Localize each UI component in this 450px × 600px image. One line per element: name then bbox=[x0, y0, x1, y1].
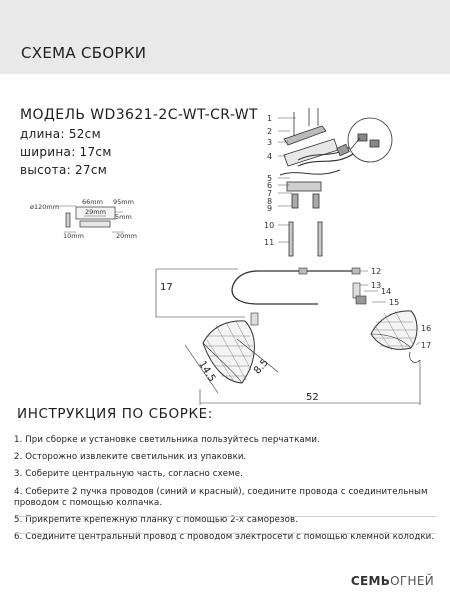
spec-value: 52см bbox=[68, 127, 101, 141]
part-number: 15 bbox=[389, 298, 399, 307]
instruction-step: 2. Осторожно извлеките светильник из упа… bbox=[14, 452, 247, 463]
part-number: 3 bbox=[267, 138, 272, 147]
part-number: 12 bbox=[371, 267, 381, 276]
part-number: 14 bbox=[381, 287, 391, 296]
dim-d66: 66mm bbox=[82, 198, 103, 206]
fixture-drawing bbox=[155, 267, 421, 405]
header-band: СХЕМА СБОРКИ bbox=[0, 0, 450, 74]
divider bbox=[16, 533, 436, 534]
part-number: 6 bbox=[267, 181, 272, 190]
page-title: СХЕМА СБОРКИ bbox=[21, 44, 147, 62]
mount-parts bbox=[279, 108, 393, 257]
cup-detail-drawing bbox=[56, 205, 124, 233]
instruction-step: 6. Соедините центральный провод с провод… bbox=[14, 531, 435, 542]
part-numbers: 1 2 3 4 5 6 7 8 9 10 11 12 13 14 15 16 1… bbox=[264, 114, 431, 350]
instruction-step: 1. При сборке и установке светильника по… bbox=[14, 435, 320, 445]
instruction-list: 1. При сборке и установке светильника по… bbox=[14, 435, 444, 549]
dim-width: 17 bbox=[160, 282, 173, 293]
brand-logo: СЕМЬОГНЕЙ bbox=[351, 574, 434, 588]
dim-depth-b: 8.5 bbox=[252, 357, 271, 376]
instructions-title: ИНСТРУКЦИЯ ПО СБОРКЕ: bbox=[17, 406, 213, 422]
brand-bold: СЕМЬ bbox=[350, 574, 391, 588]
part-number: 5 bbox=[267, 174, 272, 183]
dim-d95: 95mm bbox=[113, 198, 134, 206]
part-number: 17 bbox=[421, 341, 431, 350]
spec-value: 17см bbox=[79, 145, 112, 159]
dim-length: 52 bbox=[306, 392, 319, 403]
dim-d20: 20mm bbox=[116, 232, 137, 240]
part-number: 9 bbox=[267, 204, 272, 213]
instruction-step: 3. Соберите центральную часть, согласно … bbox=[14, 469, 243, 480]
spec-height: высота:27см bbox=[20, 163, 107, 177]
part-number: 2 bbox=[267, 127, 272, 136]
model-code: WD3621-2C-WT-CR-WT bbox=[90, 107, 258, 123]
part-number: 1 bbox=[267, 114, 272, 123]
part-number: 13 bbox=[371, 281, 381, 290]
brand-light: ОГНЕЙ bbox=[390, 574, 434, 588]
divider bbox=[16, 516, 436, 517]
dim-d5: 5mm bbox=[115, 213, 132, 221]
spec-width: ширина:17см bbox=[20, 145, 112, 159]
dim-d10: 10mm bbox=[63, 232, 84, 240]
spec-length: длина:52см bbox=[20, 127, 101, 141]
spec-label: высота: bbox=[20, 163, 71, 177]
part-number: 4 bbox=[267, 152, 272, 161]
model-label: МОДЕЛЬ bbox=[20, 107, 86, 123]
dim-d29: 29mm bbox=[85, 208, 106, 216]
spec-label: длина: bbox=[20, 127, 65, 141]
instruction-step: 5. Прикрепите крепежную планку с помощью… bbox=[14, 514, 299, 525]
part-number: 16 bbox=[421, 324, 431, 333]
spec-value: 27см bbox=[74, 163, 108, 177]
spec-label: ширина: bbox=[20, 145, 76, 159]
part-number: 11 bbox=[264, 238, 274, 247]
instruction-step: 4. Соберите 2 пучка проводов (синий и кр… bbox=[14, 486, 428, 508]
part-number: 8 bbox=[267, 197, 272, 206]
dim-d120: ø120mm bbox=[30, 203, 59, 211]
model-line: МОДЕЛЬ WD3621-2C-WT-CR-WT bbox=[20, 107, 258, 123]
part-number: 10 bbox=[264, 221, 274, 230]
part-number: 7 bbox=[267, 189, 272, 198]
assembly-diagram: ø120mm 66mm 95mm 29mm 5mm 10mm 20mm bbox=[30, 108, 431, 405]
mesh-shades bbox=[205, 310, 416, 383]
